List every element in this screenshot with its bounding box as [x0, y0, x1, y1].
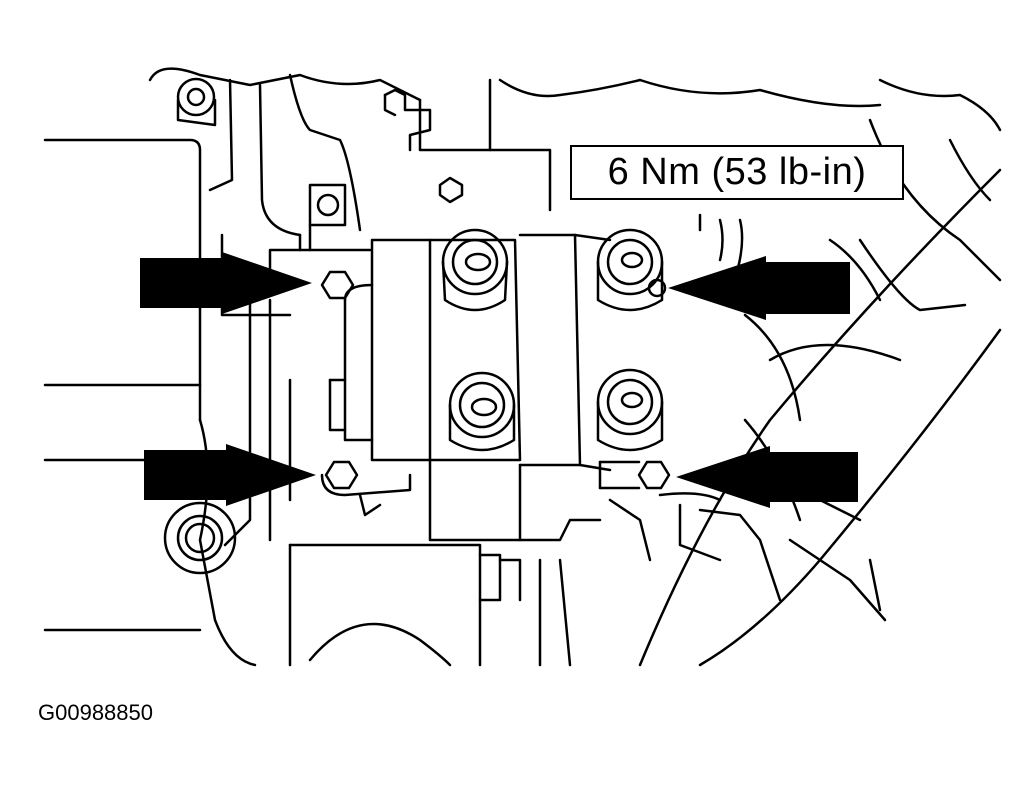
lower-round-fitting — [163, 501, 237, 575]
bolt-upper-left — [320, 270, 355, 300]
solenoid — [288, 543, 572, 667]
coil-tower-lower-right — [596, 368, 664, 452]
bolt-lower-right — [598, 460, 671, 490]
hose — [638, 168, 1002, 667]
lower-right-components — [608, 498, 887, 622]
bolt-upper-right — [647, 278, 667, 298]
lower-bracket — [320, 458, 722, 562]
arrow-right-upper — [668, 256, 850, 320]
arrow-left-upper — [140, 252, 312, 314]
left-bracket — [308, 183, 347, 252]
arrow-left-lower — [144, 444, 316, 506]
coil-tower-upper-left — [441, 228, 509, 312]
coil-tower-lower-left — [448, 371, 516, 452]
coil-tower-upper-right — [596, 228, 664, 312]
torque-spec-text: 6 Nm (53 lb-in) — [607, 151, 867, 193]
arrow-right-lower — [676, 446, 858, 508]
upper-bracket — [176, 77, 464, 204]
torque-spec-label: 6 Nm (53 lb-in) — [570, 145, 904, 200]
figure-id: G00988850 — [38, 700, 153, 725]
bolt-lower-left — [324, 460, 359, 490]
